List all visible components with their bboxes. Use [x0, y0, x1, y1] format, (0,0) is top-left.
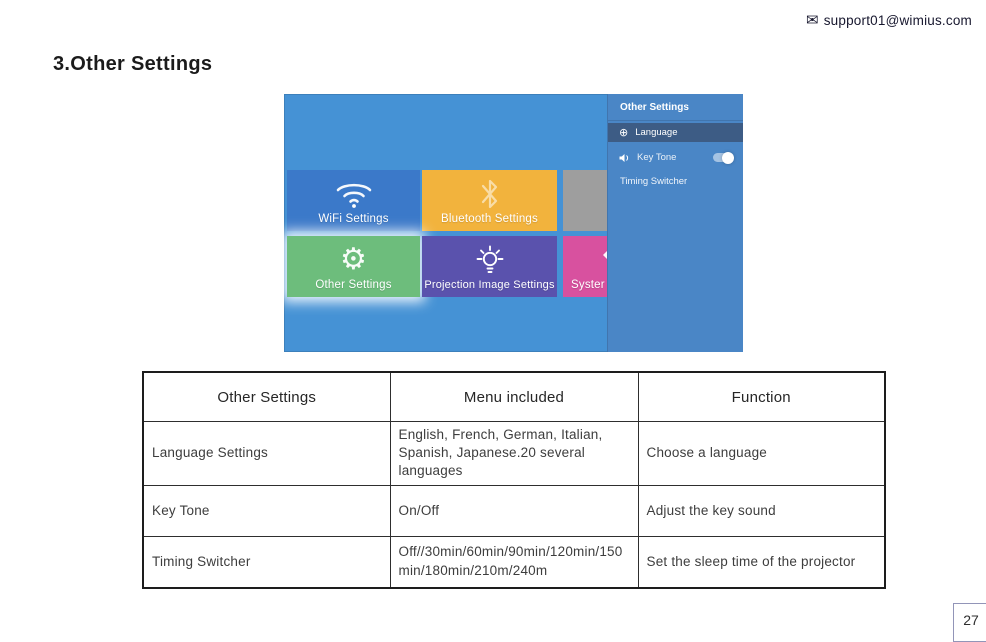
tile-system-label: Syster [571, 279, 605, 291]
panel-key-tone-label: Key Tone [637, 152, 677, 163]
table-header-function: Function [637, 371, 886, 422]
projector-screenshot: WiFi Settings Bluetooth Settings ⚙ Other… [284, 94, 743, 352]
tile-other-label: Other Settings [315, 279, 392, 291]
cell-menu: On/Off [389, 484, 639, 537]
panel-title: Other Settings [608, 94, 743, 121]
table-row: Timing Switcher Off//30min/60min/90min/1… [142, 535, 886, 589]
table-header-other-settings: Other Settings [142, 371, 391, 422]
gear-icon: ⚙ [340, 242, 367, 277]
tile-projection-label: Projection Image Settings [424, 279, 555, 291]
settings-table: Other Settings Menu included Function La… [142, 371, 886, 589]
lightbulb-icon [422, 244, 557, 276]
tile-wifi-label: WiFi Settings [318, 213, 389, 225]
globe-icon: ⊕ [619, 126, 629, 139]
table-row: Language Settings English, French, Germa… [142, 421, 886, 486]
wifi-icon [287, 178, 420, 210]
other-settings-panel: Other Settings ⊕ Language Key Tone Timin… [607, 94, 743, 352]
panel-language-label: Language [635, 127, 678, 138]
cell-function: Set the sleep time of the projector [637, 535, 886, 589]
table-header-row: Other Settings Menu included Function [142, 371, 886, 422]
tile-bluetooth-settings: Bluetooth Settings [422, 170, 557, 231]
envelope-icon: ✉ [805, 12, 819, 29]
panel-item-language: ⊕ Language [608, 123, 743, 142]
support-email-text: support01@wimius.com [823, 13, 972, 28]
cell-setting: Key Tone [142, 484, 391, 537]
cell-menu: Off//30min/60min/90min/120min/150min/180… [389, 535, 639, 589]
tile-bluetooth-label: Bluetooth Settings [441, 213, 538, 225]
page-number: 27 [963, 612, 979, 628]
tile-other-settings-selected: ⚙ Other Settings [287, 236, 420, 297]
tile-wifi-settings: WiFi Settings [287, 170, 420, 231]
page-number-box: 27 [953, 603, 986, 642]
bluetooth-icon [422, 178, 557, 210]
cell-function: Adjust the key sound [637, 484, 886, 537]
panel-item-key-tone: Key Tone [608, 148, 743, 167]
key-tone-toggle-on [713, 151, 734, 164]
panel-item-timing-switcher: Timing Switcher [620, 176, 688, 187]
speaker-icon [619, 153, 630, 163]
cell-setting: Language Settings [142, 421, 391, 486]
cell-function: Choose a language [637, 421, 886, 486]
support-email: ✉ support01@wimius.com [806, 13, 972, 28]
table-row: Key Tone On/Off Adjust the key sound [142, 484, 886, 537]
cell-setting: Timing Switcher [142, 535, 391, 589]
table-header-menu-included: Menu included [389, 371, 639, 422]
tile-projection-image-settings: Projection Image Settings [422, 236, 557, 297]
cell-menu: English, French, German, Italian, Spanis… [389, 421, 639, 486]
page-title: 3.Other Settings [53, 53, 213, 75]
